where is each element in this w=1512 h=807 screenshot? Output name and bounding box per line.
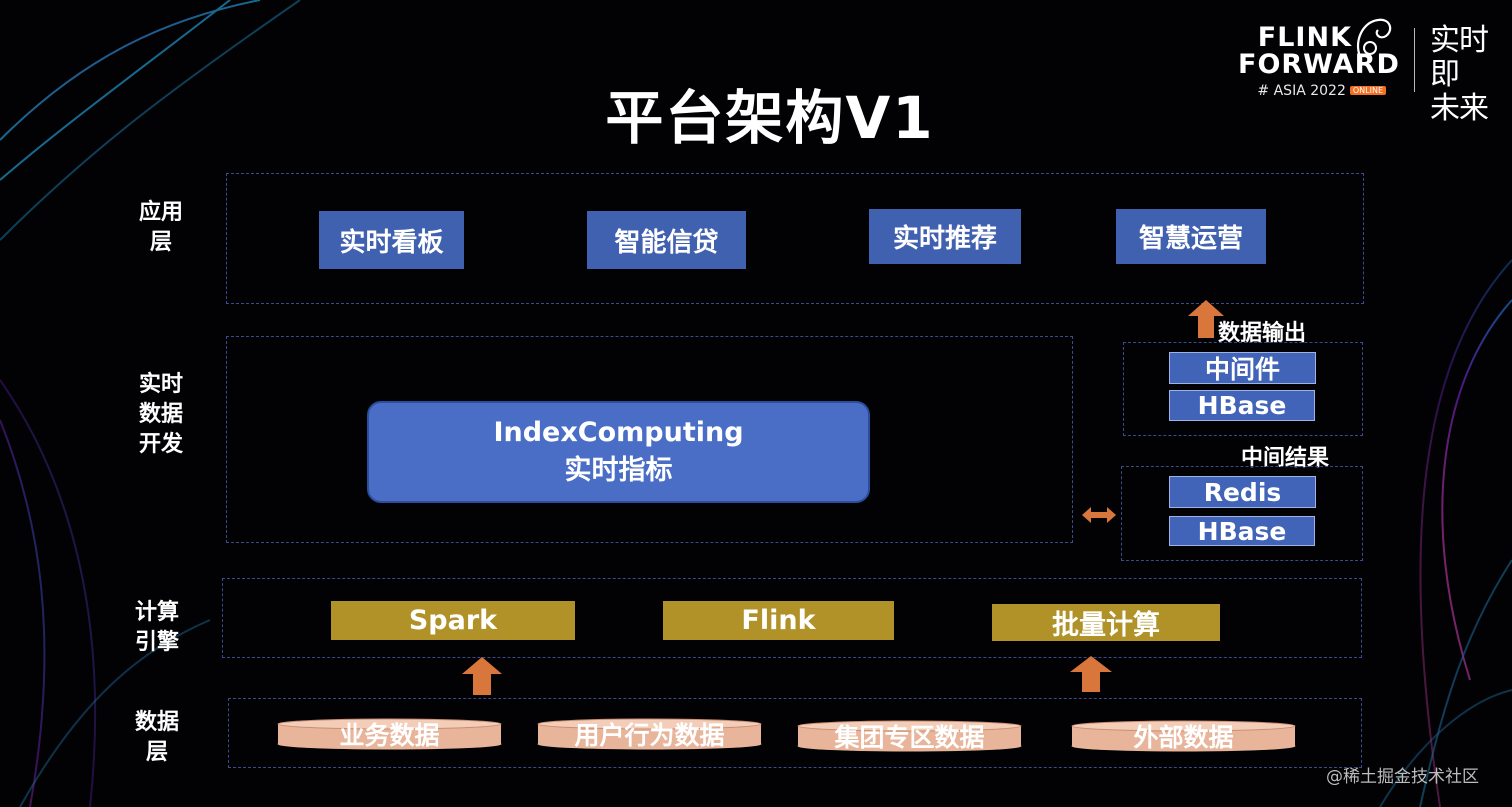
logo-line2: FORWARD xyxy=(1238,49,1400,80)
data-source-user-behavior: 用户行为数据 xyxy=(537,718,762,750)
engine-box-batch: 批量计算 xyxy=(992,604,1220,641)
cylinder-shape xyxy=(1071,720,1296,752)
output-frame xyxy=(1123,342,1363,436)
engine-box-flink: Flink xyxy=(663,601,894,640)
data-source-external: 外部数据 xyxy=(1071,720,1296,752)
index-computing-box: IndexComputing 实时指标 xyxy=(367,401,870,503)
realtime-dev-frame xyxy=(226,336,1073,543)
slogan-line2: 未来 xyxy=(1430,91,1489,126)
layer-label-application: 应用层 xyxy=(138,200,183,255)
layer-label-compute: 计算引擎 xyxy=(134,600,179,655)
up-arrow-icon xyxy=(462,657,502,695)
app-box-dashboard: 实时看板 xyxy=(319,211,464,269)
index-computing-subtitle: 实时指标 xyxy=(564,455,673,486)
data-source-business: 业务数据 xyxy=(277,718,502,750)
logo-badge: ONLINE xyxy=(1349,86,1386,95)
data-source-label: 业务数据 xyxy=(339,721,440,750)
cylinder-shape xyxy=(277,718,502,750)
logo-event: # ASIA 2022 xyxy=(1257,83,1346,99)
logo-line1: FLINK xyxy=(1257,22,1352,53)
bidirectional-arrow-icon xyxy=(1082,507,1116,523)
data-source-label: 外部数据 xyxy=(1133,723,1234,752)
slogan: 实时即 未来 xyxy=(1430,24,1500,126)
layer-label-realtime-dev: 实时数据开发 xyxy=(138,372,183,457)
index-computing-title: IndexComputing xyxy=(493,417,744,448)
watermark: @稀土掘金技术社区 xyxy=(1326,767,1479,787)
data-source-label: 用户行为数据 xyxy=(574,721,725,750)
data-source-group-zone: 集团专区数据 xyxy=(797,720,1022,752)
up-arrow-icon xyxy=(1188,300,1224,338)
compute-frame xyxy=(222,578,1362,658)
output-caption: 数据输出 xyxy=(1218,321,1307,346)
up-arrow-icon xyxy=(1070,656,1112,692)
page-title: 平台架构V1 xyxy=(605,84,935,152)
output-box-hbase: HBase xyxy=(1169,390,1315,421)
cylinder-shape xyxy=(797,720,1022,752)
slogan-line1: 实时即 xyxy=(1430,23,1489,92)
data-frame xyxy=(228,698,1362,768)
app-box-recommendation: 实时推荐 xyxy=(869,209,1021,264)
application-layer-frame xyxy=(226,173,1364,304)
intermediate-box-redis: Redis xyxy=(1169,476,1316,508)
app-box-smart-operations: 智慧运营 xyxy=(1116,209,1266,264)
layer-label-data: 数据层 xyxy=(134,710,179,765)
logo-divider xyxy=(1414,28,1415,92)
intermediate-frame xyxy=(1121,466,1363,561)
data-source-label: 集团专区数据 xyxy=(834,723,985,752)
squirrel-icon xyxy=(1356,18,1392,57)
app-box-smart-credit: 智能信贷 xyxy=(587,211,746,269)
engine-box-spark: Spark xyxy=(331,601,575,640)
cylinder-shape xyxy=(537,718,762,750)
output-box-middleware: 中间件 xyxy=(1169,352,1316,384)
intermediate-box-hbase: HBase xyxy=(1169,516,1315,546)
